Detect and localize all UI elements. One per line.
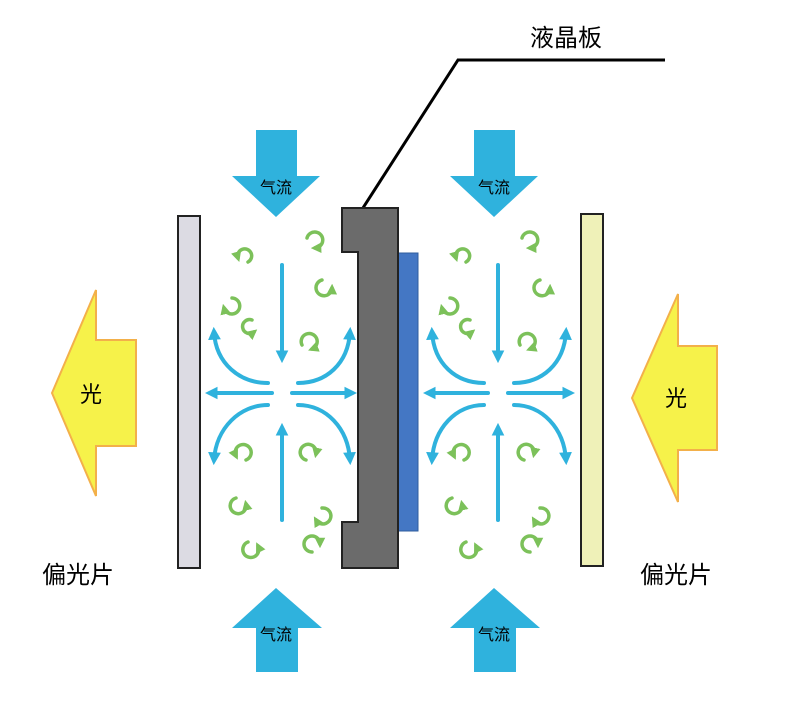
lcd-glass-layer — [397, 252, 419, 532]
polarizer-right-label: 偏光片 — [640, 561, 712, 589]
light-right-label: 光 — [665, 387, 687, 412]
lcd-panel-label: 液晶板 — [530, 24, 602, 52]
airflow-top-right-label: 气流 — [478, 178, 510, 197]
airflow-arrow-top-left — [232, 130, 320, 217]
polarizer-right — [580, 213, 604, 567]
light-arrow-left — [50, 289, 137, 497]
airflow-top-left-label: 气流 — [260, 178, 292, 197]
airflow-bottom-right-label: 气流 — [478, 625, 510, 644]
airflow-arrow-bottom-right — [450, 588, 540, 672]
airflow-arrow-top-right — [450, 130, 538, 217]
airflow-bottom-left-label: 气流 — [260, 625, 292, 644]
polarizer-left — [177, 215, 201, 569]
polarizer-left-label: 偏光片 — [42, 561, 114, 589]
lcd-panel-leader-line — [350, 58, 665, 226]
airflow-pattern-right — [422, 263, 576, 522]
turbulence-swirls-left — [220, 230, 338, 560]
turbulence-swirls-right — [438, 230, 556, 560]
lcd-panel — [341, 207, 399, 569]
airflow-arrow-bottom-left — [232, 588, 322, 672]
airflow-pattern-left — [204, 263, 358, 522]
light-arrow-right — [630, 293, 718, 503]
light-left-label: 光 — [80, 383, 102, 408]
